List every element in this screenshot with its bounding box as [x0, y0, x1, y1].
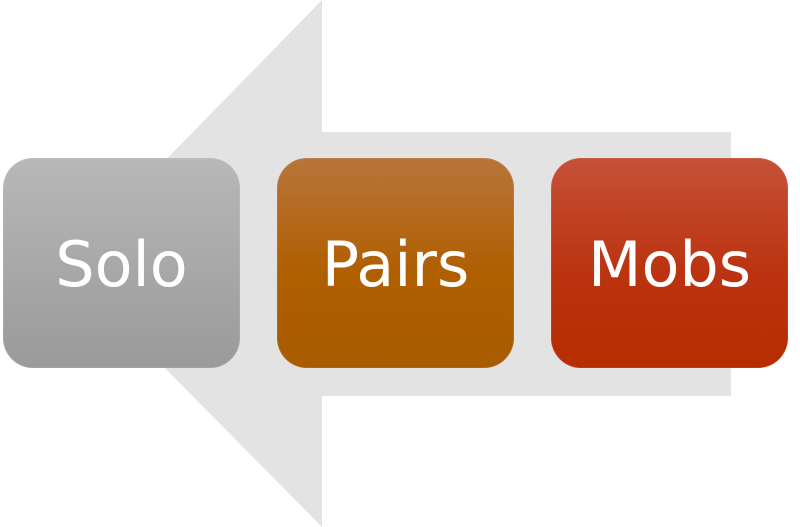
- solo-box: Solo: [3, 158, 240, 368]
- pairs-box: Pairs: [277, 158, 514, 368]
- solo-label: Solo: [55, 228, 188, 301]
- mobs-label: Mobs: [587, 228, 752, 301]
- mobs-box: Mobs: [551, 158, 788, 368]
- pairs-label: Pairs: [321, 228, 470, 301]
